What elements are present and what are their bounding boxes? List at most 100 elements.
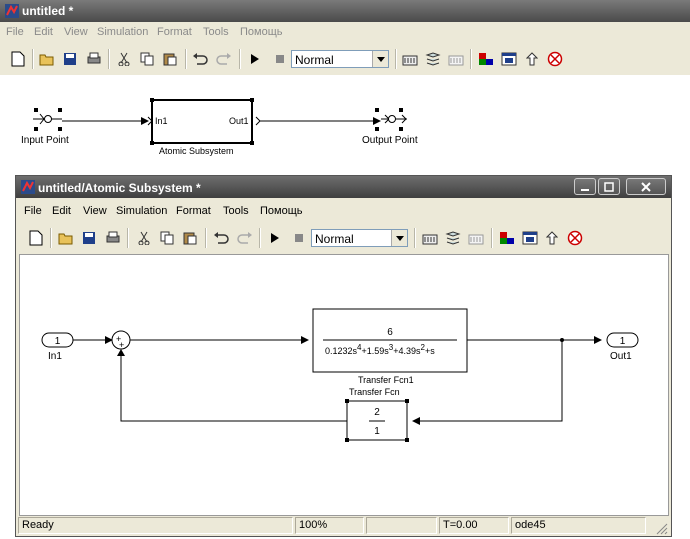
build-subsystem-icon[interactable] bbox=[466, 228, 486, 248]
new-icon[interactable] bbox=[8, 49, 28, 69]
sim-mode-value: Normal bbox=[315, 232, 354, 246]
inner-menu-tools[interactable]: Tools bbox=[223, 205, 249, 217]
copy-icon[interactable] bbox=[137, 49, 157, 69]
stop-icon[interactable] bbox=[289, 228, 309, 248]
copy-icon[interactable] bbox=[157, 228, 177, 248]
close-icon bbox=[641, 181, 651, 192]
go-to-parent-icon[interactable] bbox=[542, 228, 562, 248]
toolbar-separator bbox=[491, 228, 493, 248]
subsystem-out-label: Out1 bbox=[229, 116, 249, 126]
status-empty bbox=[366, 517, 437, 534]
out1-port-block[interactable] bbox=[606, 332, 639, 348]
open-icon[interactable] bbox=[37, 49, 57, 69]
debugger-icon[interactable] bbox=[565, 228, 585, 248]
maximize-button[interactable] bbox=[598, 178, 620, 195]
paste-icon[interactable] bbox=[160, 49, 180, 69]
inner-titlebar[interactable]: untitled/Atomic Subsystem * bbox=[16, 176, 671, 198]
outer-menu-view[interactable]: View bbox=[64, 26, 88, 38]
resize-grip-icon[interactable] bbox=[654, 521, 668, 535]
debugger-icon[interactable] bbox=[545, 49, 565, 69]
sim-mode-value: Normal bbox=[295, 53, 334, 67]
toolbar-separator bbox=[127, 228, 129, 248]
out1-port-number: 1 bbox=[620, 336, 626, 347]
sim-mode-select[interactable]: Normal bbox=[291, 50, 389, 68]
library-browser-icon[interactable] bbox=[497, 228, 517, 248]
inner-menu-format[interactable]: Format bbox=[176, 205, 211, 217]
tf1-name-label: Transfer Fcn1 bbox=[358, 375, 414, 385]
build-subsystem-icon[interactable] bbox=[446, 49, 466, 69]
paste-icon[interactable] bbox=[180, 228, 200, 248]
inner-window-title: untitled/Atomic Subsystem * bbox=[38, 181, 201, 195]
open-icon[interactable] bbox=[56, 228, 76, 248]
out1-port-label: Out1 bbox=[610, 351, 632, 362]
minimize-button[interactable] bbox=[574, 178, 596, 195]
go-to-parent-icon[interactable] bbox=[522, 49, 542, 69]
toolbar-separator bbox=[239, 49, 241, 69]
save-icon[interactable] bbox=[79, 228, 99, 248]
inner-menu-view[interactable]: View bbox=[83, 205, 107, 217]
outer-menubar: File Edit View Simulation Format Tools П… bbox=[0, 22, 690, 42]
save-icon[interactable] bbox=[60, 49, 80, 69]
new-icon[interactable] bbox=[26, 228, 46, 248]
simulink-app-icon bbox=[21, 180, 35, 194]
output-point-label: Output Point bbox=[362, 135, 418, 146]
outer-menu-simulation[interactable]: Simulation bbox=[97, 26, 149, 38]
build-icon[interactable] bbox=[400, 49, 420, 69]
outer-menu-format[interactable]: Format bbox=[157, 26, 192, 38]
update-diagram-icon[interactable] bbox=[423, 49, 443, 69]
cut-icon[interactable] bbox=[114, 49, 134, 69]
outer-menu-help[interactable]: Помощь bbox=[240, 26, 283, 38]
undo-icon[interactable] bbox=[190, 49, 210, 69]
tf1-numerator: 6 bbox=[387, 327, 393, 338]
outer-menu-file[interactable]: File bbox=[6, 26, 24, 38]
inner-toolbar: Normal bbox=[16, 226, 671, 252]
close-button[interactable] bbox=[626, 178, 666, 195]
library-browser-icon[interactable] bbox=[476, 49, 496, 69]
status-ready: Ready bbox=[18, 517, 293, 534]
chevron-down-icon[interactable] bbox=[372, 51, 388, 67]
chevron-down-icon[interactable] bbox=[391, 230, 407, 246]
inner-menu-simulation[interactable]: Simulation bbox=[116, 205, 168, 217]
status-zoom: 100% bbox=[295, 517, 364, 534]
inner-menu-edit[interactable]: Edit bbox=[52, 205, 71, 217]
print-icon[interactable] bbox=[103, 228, 123, 248]
subsystem-canvas[interactable]: 1 In1 + + 6 0.1232s4+1.59s3+4.39s2+s Tra… bbox=[19, 254, 669, 516]
build-icon[interactable] bbox=[420, 228, 440, 248]
status-solver: ode45 bbox=[511, 517, 646, 534]
toolbar-separator bbox=[395, 49, 397, 69]
play-icon[interactable] bbox=[245, 49, 265, 69]
arrow-head bbox=[373, 117, 381, 125]
toolbar-separator bbox=[205, 228, 207, 248]
subsystem-window: untitled/Atomic Subsystem * File Edit Vi… bbox=[15, 175, 672, 537]
sum-plus-2: + bbox=[119, 340, 124, 350]
outer-diagram: Input Point In1 Out1 Atomic Subsystem Ou… bbox=[21, 98, 418, 156]
outer-menu-tools[interactable]: Tools bbox=[203, 26, 229, 38]
tf2-numerator: 2 bbox=[374, 407, 380, 418]
play-icon[interactable] bbox=[265, 228, 285, 248]
redo-icon[interactable] bbox=[214, 49, 234, 69]
outer-window-title: untitled * bbox=[22, 4, 74, 18]
simulink-app-icon bbox=[5, 4, 19, 18]
input-point-block[interactable] bbox=[33, 108, 62, 131]
inner-menu-help[interactable]: Помощь bbox=[260, 205, 303, 217]
undo-icon[interactable] bbox=[211, 228, 231, 248]
outer-titlebar[interactable]: untitled * bbox=[0, 0, 690, 22]
output-point-block[interactable] bbox=[375, 108, 407, 131]
sim-mode-select[interactable]: Normal bbox=[311, 229, 408, 247]
status-time: T=0.00 bbox=[439, 517, 509, 534]
stop-icon[interactable] bbox=[270, 49, 290, 69]
inner-menubar: File Edit View Simulation Format Tools П… bbox=[16, 202, 671, 222]
atomic-subsystem-block[interactable] bbox=[151, 99, 253, 144]
update-diagram-icon[interactable] bbox=[443, 228, 463, 248]
cut-icon[interactable] bbox=[134, 228, 154, 248]
redo-icon[interactable] bbox=[235, 228, 255, 248]
input-point-label: Input Point bbox=[21, 135, 69, 146]
arrow-head bbox=[141, 117, 149, 125]
print-icon[interactable] bbox=[84, 49, 104, 69]
model-explorer-icon[interactable] bbox=[520, 228, 540, 248]
in1-port-number: 1 bbox=[55, 336, 61, 347]
toolbar-separator bbox=[259, 228, 261, 248]
outer-menu-edit[interactable]: Edit bbox=[34, 26, 53, 38]
inner-menu-file[interactable]: File bbox=[24, 205, 42, 217]
model-explorer-icon[interactable] bbox=[499, 49, 519, 69]
